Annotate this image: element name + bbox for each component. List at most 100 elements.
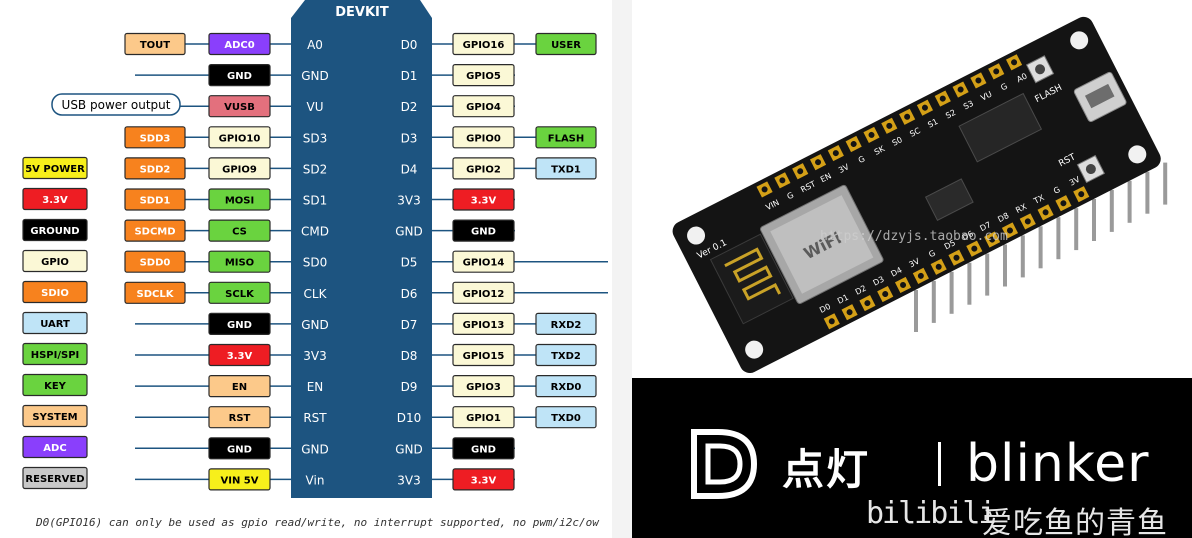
pin-hole bbox=[797, 168, 804, 175]
pin-hole bbox=[917, 272, 924, 279]
header-pin bbox=[1038, 226, 1043, 269]
left-pin-function: MOSI bbox=[208, 188, 271, 211]
right-pin-function-bg bbox=[452, 343, 515, 367]
blinker-d-icon bbox=[691, 429, 758, 499]
right-pin-alt-function-label: TXD0 bbox=[551, 413, 581, 424]
left-pin-alt-function-bg bbox=[124, 188, 186, 211]
pin-hole bbox=[1060, 200, 1067, 207]
pin-hole bbox=[882, 291, 889, 298]
pin-hole bbox=[1011, 59, 1018, 66]
silk-label: G bbox=[1052, 185, 1062, 196]
left-pin-alt-function: SDD2 bbox=[124, 157, 186, 180]
right-pin-function-label: 3.3V bbox=[471, 196, 497, 207]
pin-hole bbox=[846, 309, 853, 316]
right-pin-alt-function-label: RXD0 bbox=[551, 382, 582, 393]
pin-label-right: D10 bbox=[397, 411, 422, 425]
left-pin-function-bg bbox=[208, 406, 271, 429]
left-pin-function-bg bbox=[208, 250, 271, 273]
legend-item-bg bbox=[22, 404, 88, 428]
logo-en-text: blinker bbox=[966, 434, 1150, 494]
right-pin-function-label: 3.3V bbox=[471, 475, 497, 486]
left-pin-alt-function-label: SDCMD bbox=[134, 227, 175, 238]
pin-hole bbox=[957, 86, 964, 93]
pin-hole bbox=[971, 245, 978, 252]
silk-label: A0 bbox=[1015, 71, 1028, 84]
pin-label-left: GND bbox=[301, 318, 329, 332]
pin-label-left: CLK bbox=[304, 287, 328, 301]
legend-item: UART bbox=[22, 311, 88, 335]
pin-hole bbox=[868, 131, 875, 138]
legend-item: HSPI/SPI bbox=[22, 342, 88, 366]
left-pin-alt-function: SDD0 bbox=[124, 250, 186, 273]
legend-item: RESERVED bbox=[22, 466, 88, 490]
pin-hole bbox=[828, 318, 835, 325]
author-watermark: 爱吃鱼的青鱼 bbox=[982, 506, 1168, 538]
silk-label: SK bbox=[873, 144, 887, 157]
right-pin-alt-function: USER bbox=[535, 32, 597, 56]
left-pin-function-label: ADC0 bbox=[224, 40, 254, 51]
pin-hole bbox=[939, 95, 946, 102]
pin-hole bbox=[761, 186, 768, 193]
right-pin-alt-function-bg bbox=[535, 32, 597, 56]
logo-separator bbox=[938, 442, 941, 486]
right-pin-alt-function: RXD2 bbox=[535, 312, 597, 335]
left-pin-function-bg bbox=[208, 157, 271, 180]
left-pin-function-label: 3.3V bbox=[227, 351, 253, 362]
legend-item-bg bbox=[22, 249, 88, 273]
left-pin-alt-function: SDD1 bbox=[124, 188, 186, 211]
right-pin-alt-function-label: TXD2 bbox=[551, 351, 581, 362]
pin-hole bbox=[993, 68, 1000, 75]
left-pin-function-label: EN bbox=[232, 382, 247, 393]
esp-shield-inner bbox=[770, 195, 874, 294]
right-pin-alt-function-label: RXD2 bbox=[551, 320, 582, 331]
left-pin-function-label: GPIO9 bbox=[222, 164, 257, 175]
silk-label: S1 bbox=[926, 117, 939, 130]
right-pin-alt-function: TXD2 bbox=[535, 343, 597, 367]
right-pin-function-label: GPIO1 bbox=[466, 413, 501, 424]
right-pin-function-bg bbox=[452, 250, 515, 273]
left-pin-function-label: GND bbox=[227, 444, 252, 455]
mount-hole bbox=[687, 226, 706, 245]
legend-item-bg bbox=[22, 156, 88, 180]
left-pin-alt-function-bg bbox=[124, 219, 186, 242]
right-pin-function: GND bbox=[452, 437, 515, 460]
left-pin-function-bg bbox=[208, 437, 271, 460]
left-pin-alt-function-bg bbox=[124, 157, 186, 180]
left-pin-function: GPIO9 bbox=[208, 157, 271, 180]
legend-item: GROUND bbox=[22, 218, 88, 242]
pin-hole bbox=[921, 104, 928, 111]
legend-item-label: 5V POWER bbox=[25, 164, 85, 175]
left-pin-alt-function-label: SDD1 bbox=[140, 196, 171, 207]
legend-item-label: GROUND bbox=[30, 226, 79, 237]
pin-hole bbox=[1078, 191, 1085, 198]
legend-item-bg bbox=[22, 342, 88, 366]
header-pin bbox=[1145, 171, 1150, 214]
left-pin-function: GPIO10 bbox=[208, 126, 271, 149]
usb-power-note: USB power output bbox=[51, 93, 181, 116]
left-pin-alt-function-label: SDD2 bbox=[140, 164, 171, 175]
right-pin-function-label: GPIO4 bbox=[466, 102, 501, 113]
pin-label-left: RST bbox=[303, 411, 327, 425]
pin-hole bbox=[850, 141, 857, 148]
header-pin bbox=[1127, 180, 1132, 223]
pin-hole bbox=[864, 300, 871, 307]
header-pin bbox=[949, 271, 954, 314]
legend-item-bg bbox=[22, 373, 88, 397]
legend-item-bg bbox=[22, 218, 88, 242]
wifi-antenna bbox=[709, 233, 794, 325]
left-pin-function-label: RST bbox=[229, 413, 251, 424]
left-pin-alt-function: SDD3 bbox=[124, 126, 186, 149]
silk-label: 3V bbox=[908, 256, 922, 269]
legend-item: SDIO bbox=[22, 280, 88, 304]
pin-hole bbox=[953, 254, 960, 261]
left-pin-function: GND bbox=[208, 437, 271, 460]
left-pin-function-label: GND bbox=[227, 320, 252, 331]
header-pin bbox=[967, 262, 972, 305]
left-pin-function-label: MISO bbox=[225, 258, 254, 269]
pin-label-right: D5 bbox=[401, 256, 418, 270]
pin-hole bbox=[779, 177, 786, 184]
left-pin-alt-function: SDCLK bbox=[124, 281, 186, 304]
